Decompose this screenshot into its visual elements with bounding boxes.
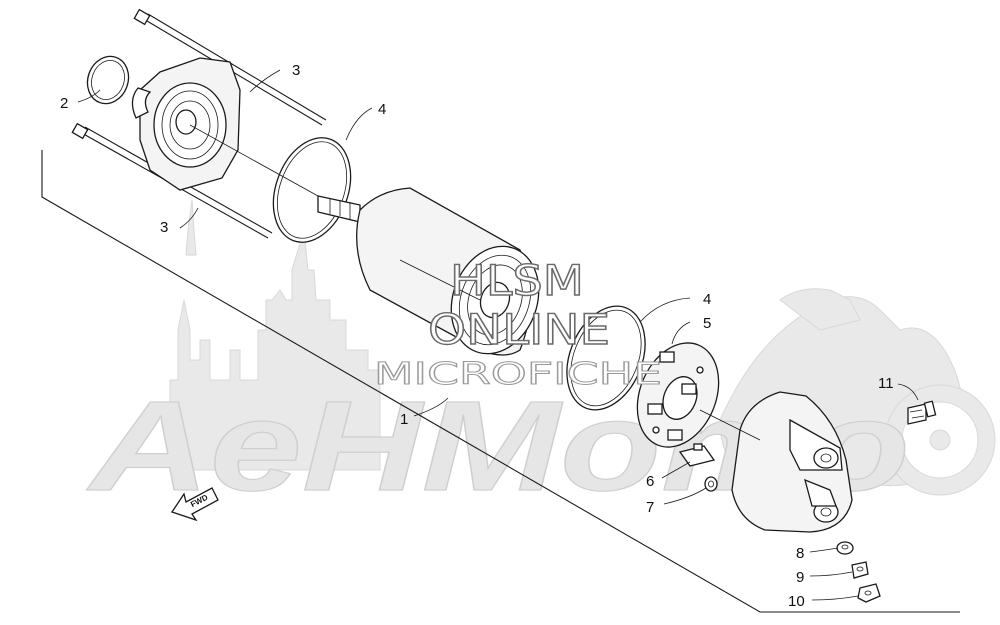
lock-washer-9 bbox=[851, 561, 869, 579]
fwd-arrow: FWD bbox=[170, 487, 219, 522]
callout-1: 1 bbox=[400, 411, 408, 428]
terminal-bolt bbox=[907, 400, 937, 425]
callout-2: 2 bbox=[60, 95, 68, 112]
callout-11: 11 bbox=[878, 375, 894, 392]
callout-7: 7 bbox=[646, 499, 654, 516]
o-ring-large-rear bbox=[566, 305, 646, 411]
rear-housing bbox=[731, 391, 853, 533]
hlsm-line-3: MICROFICHE bbox=[374, 357, 662, 392]
hlsm-line-2: ONLINE bbox=[428, 305, 610, 354]
brush-plate bbox=[636, 342, 720, 448]
washer bbox=[704, 476, 718, 492]
callout-5: 5 bbox=[703, 315, 711, 332]
callout-3-upper: 3 bbox=[292, 62, 300, 79]
frame-lines bbox=[41, 150, 960, 613]
callout-6: 6 bbox=[646, 473, 654, 490]
hlsm-watermark: HLSM ONLINE MICROFICHE bbox=[374, 255, 663, 392]
starter-motor-body bbox=[317, 187, 540, 356]
nut-10 bbox=[857, 583, 881, 603]
washer-8 bbox=[836, 541, 854, 555]
callout-9: 9 bbox=[796, 569, 804, 586]
callout-10: 10 bbox=[788, 593, 805, 610]
callout-4-lower: 4 bbox=[703, 291, 711, 308]
leader-lines bbox=[77, 69, 919, 601]
callout-8: 8 bbox=[796, 545, 804, 562]
hlsm-line-1: HLSM bbox=[450, 256, 584, 305]
callouts: 2 3 3 4 1 4 5 6 7 8 9 10 11 bbox=[60, 62, 894, 610]
o-ring-large-front bbox=[272, 137, 352, 243]
callout-3-lower: 3 bbox=[160, 219, 168, 236]
o-ring-small bbox=[86, 55, 130, 105]
callout-4-upper: 4 bbox=[378, 101, 386, 118]
